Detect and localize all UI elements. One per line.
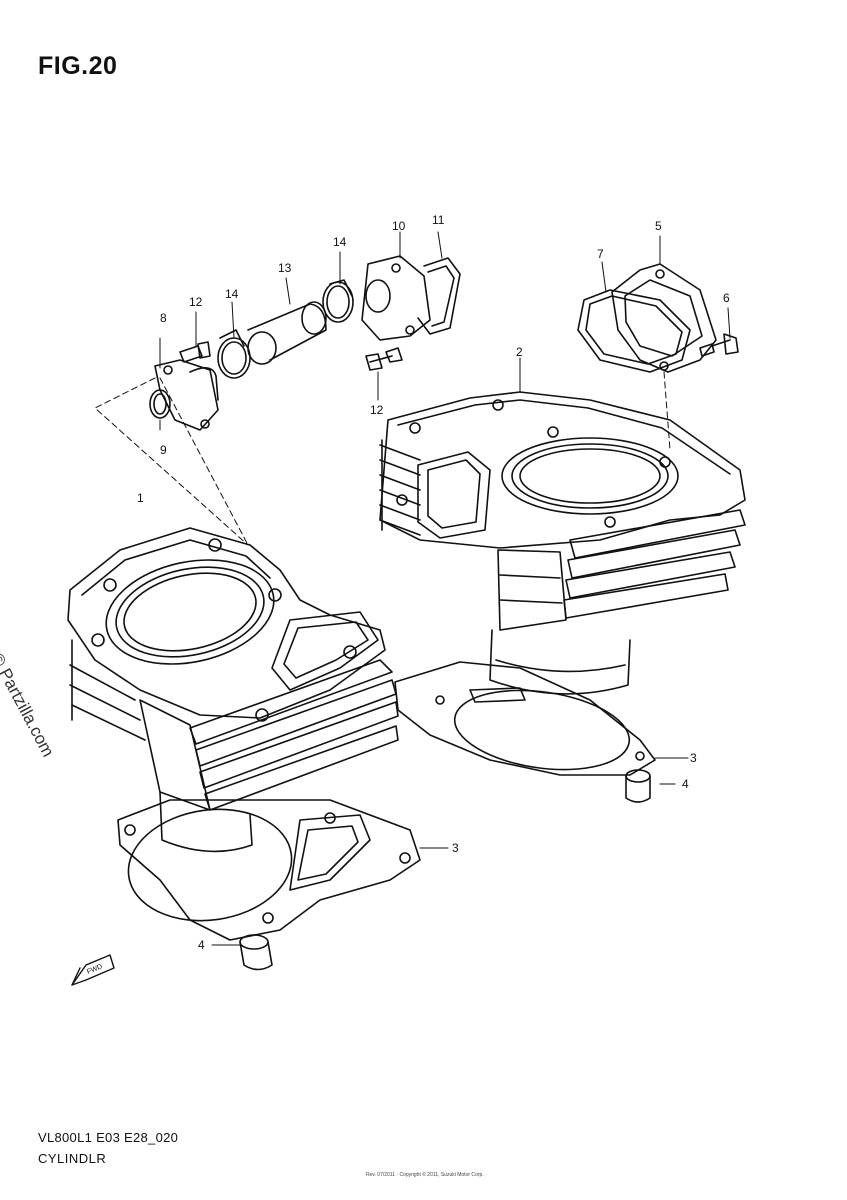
dowel-pin-front[interactable]	[239, 934, 273, 971]
thermostat-gasket[interactable]	[417, 257, 461, 335]
front-outlet-union[interactable]	[154, 359, 219, 431]
water-hose[interactable]	[247, 301, 327, 365]
callout-6[interactable]: 6	[723, 291, 730, 305]
callout-10[interactable]: 10	[392, 219, 406, 233]
rear-cover-bolt[interactable]	[699, 333, 739, 357]
diagram-code: VL800L1 E03 E28_020	[38, 1130, 179, 1145]
diagram-subtitle: CYLINDLR	[38, 1151, 107, 1166]
callout-4[interactable]: 4	[198, 938, 205, 952]
callout-12[interactable]: 12	[189, 295, 203, 309]
callout-7[interactable]: 7	[597, 247, 604, 261]
callout-2[interactable]: 2	[516, 345, 523, 359]
callout-3[interactable]: 3	[452, 841, 459, 855]
rear-cylinder[interactable]	[379, 391, 746, 695]
callout-11[interactable]: 11	[432, 213, 445, 227]
rear-base-gasket[interactable]	[394, 661, 656, 780]
front-base-gasket[interactable]	[117, 799, 421, 941]
hose-clamp-rear[interactable]	[322, 279, 354, 323]
callout-12[interactable]: 12	[370, 403, 384, 417]
callout-14[interactable]: 14	[225, 287, 239, 301]
leader-lines	[94, 231, 731, 946]
copyright-footnote: Rev. 07/2011 · Copyright © 2011, Suzuki …	[366, 1172, 484, 1178]
forward-arrow-icon	[71, 954, 115, 986]
callout-13[interactable]: 13	[278, 261, 292, 275]
front-outlet-bolt[interactable]	[179, 341, 211, 363]
dowel-pin-rear[interactable]	[625, 769, 651, 803]
figure-title: FIG.20	[38, 52, 118, 80]
callout-1[interactable]: 1	[137, 491, 144, 505]
rear-cover-oring[interactable]	[577, 289, 691, 373]
thermostat-housing[interactable]	[361, 255, 431, 341]
front-outlet-oring[interactable]	[149, 389, 171, 419]
callout-4[interactable]: 4	[682, 777, 689, 791]
callout-8[interactable]: 8	[160, 311, 167, 325]
front-cylinder[interactable]	[67, 527, 399, 853]
callout-3[interactable]: 3	[690, 751, 697, 765]
callout-labels: 1 2 3 3 4 4 5 6 7 8 9 10 11 12 12 13 14 …	[137, 213, 730, 952]
rear-water-cover[interactable]	[611, 263, 717, 373]
callout-14[interactable]: 14	[333, 235, 347, 249]
callout-5[interactable]: 5	[655, 219, 662, 233]
thermostat-bolt[interactable]	[365, 347, 403, 371]
callout-9[interactable]: 9	[160, 443, 167, 457]
